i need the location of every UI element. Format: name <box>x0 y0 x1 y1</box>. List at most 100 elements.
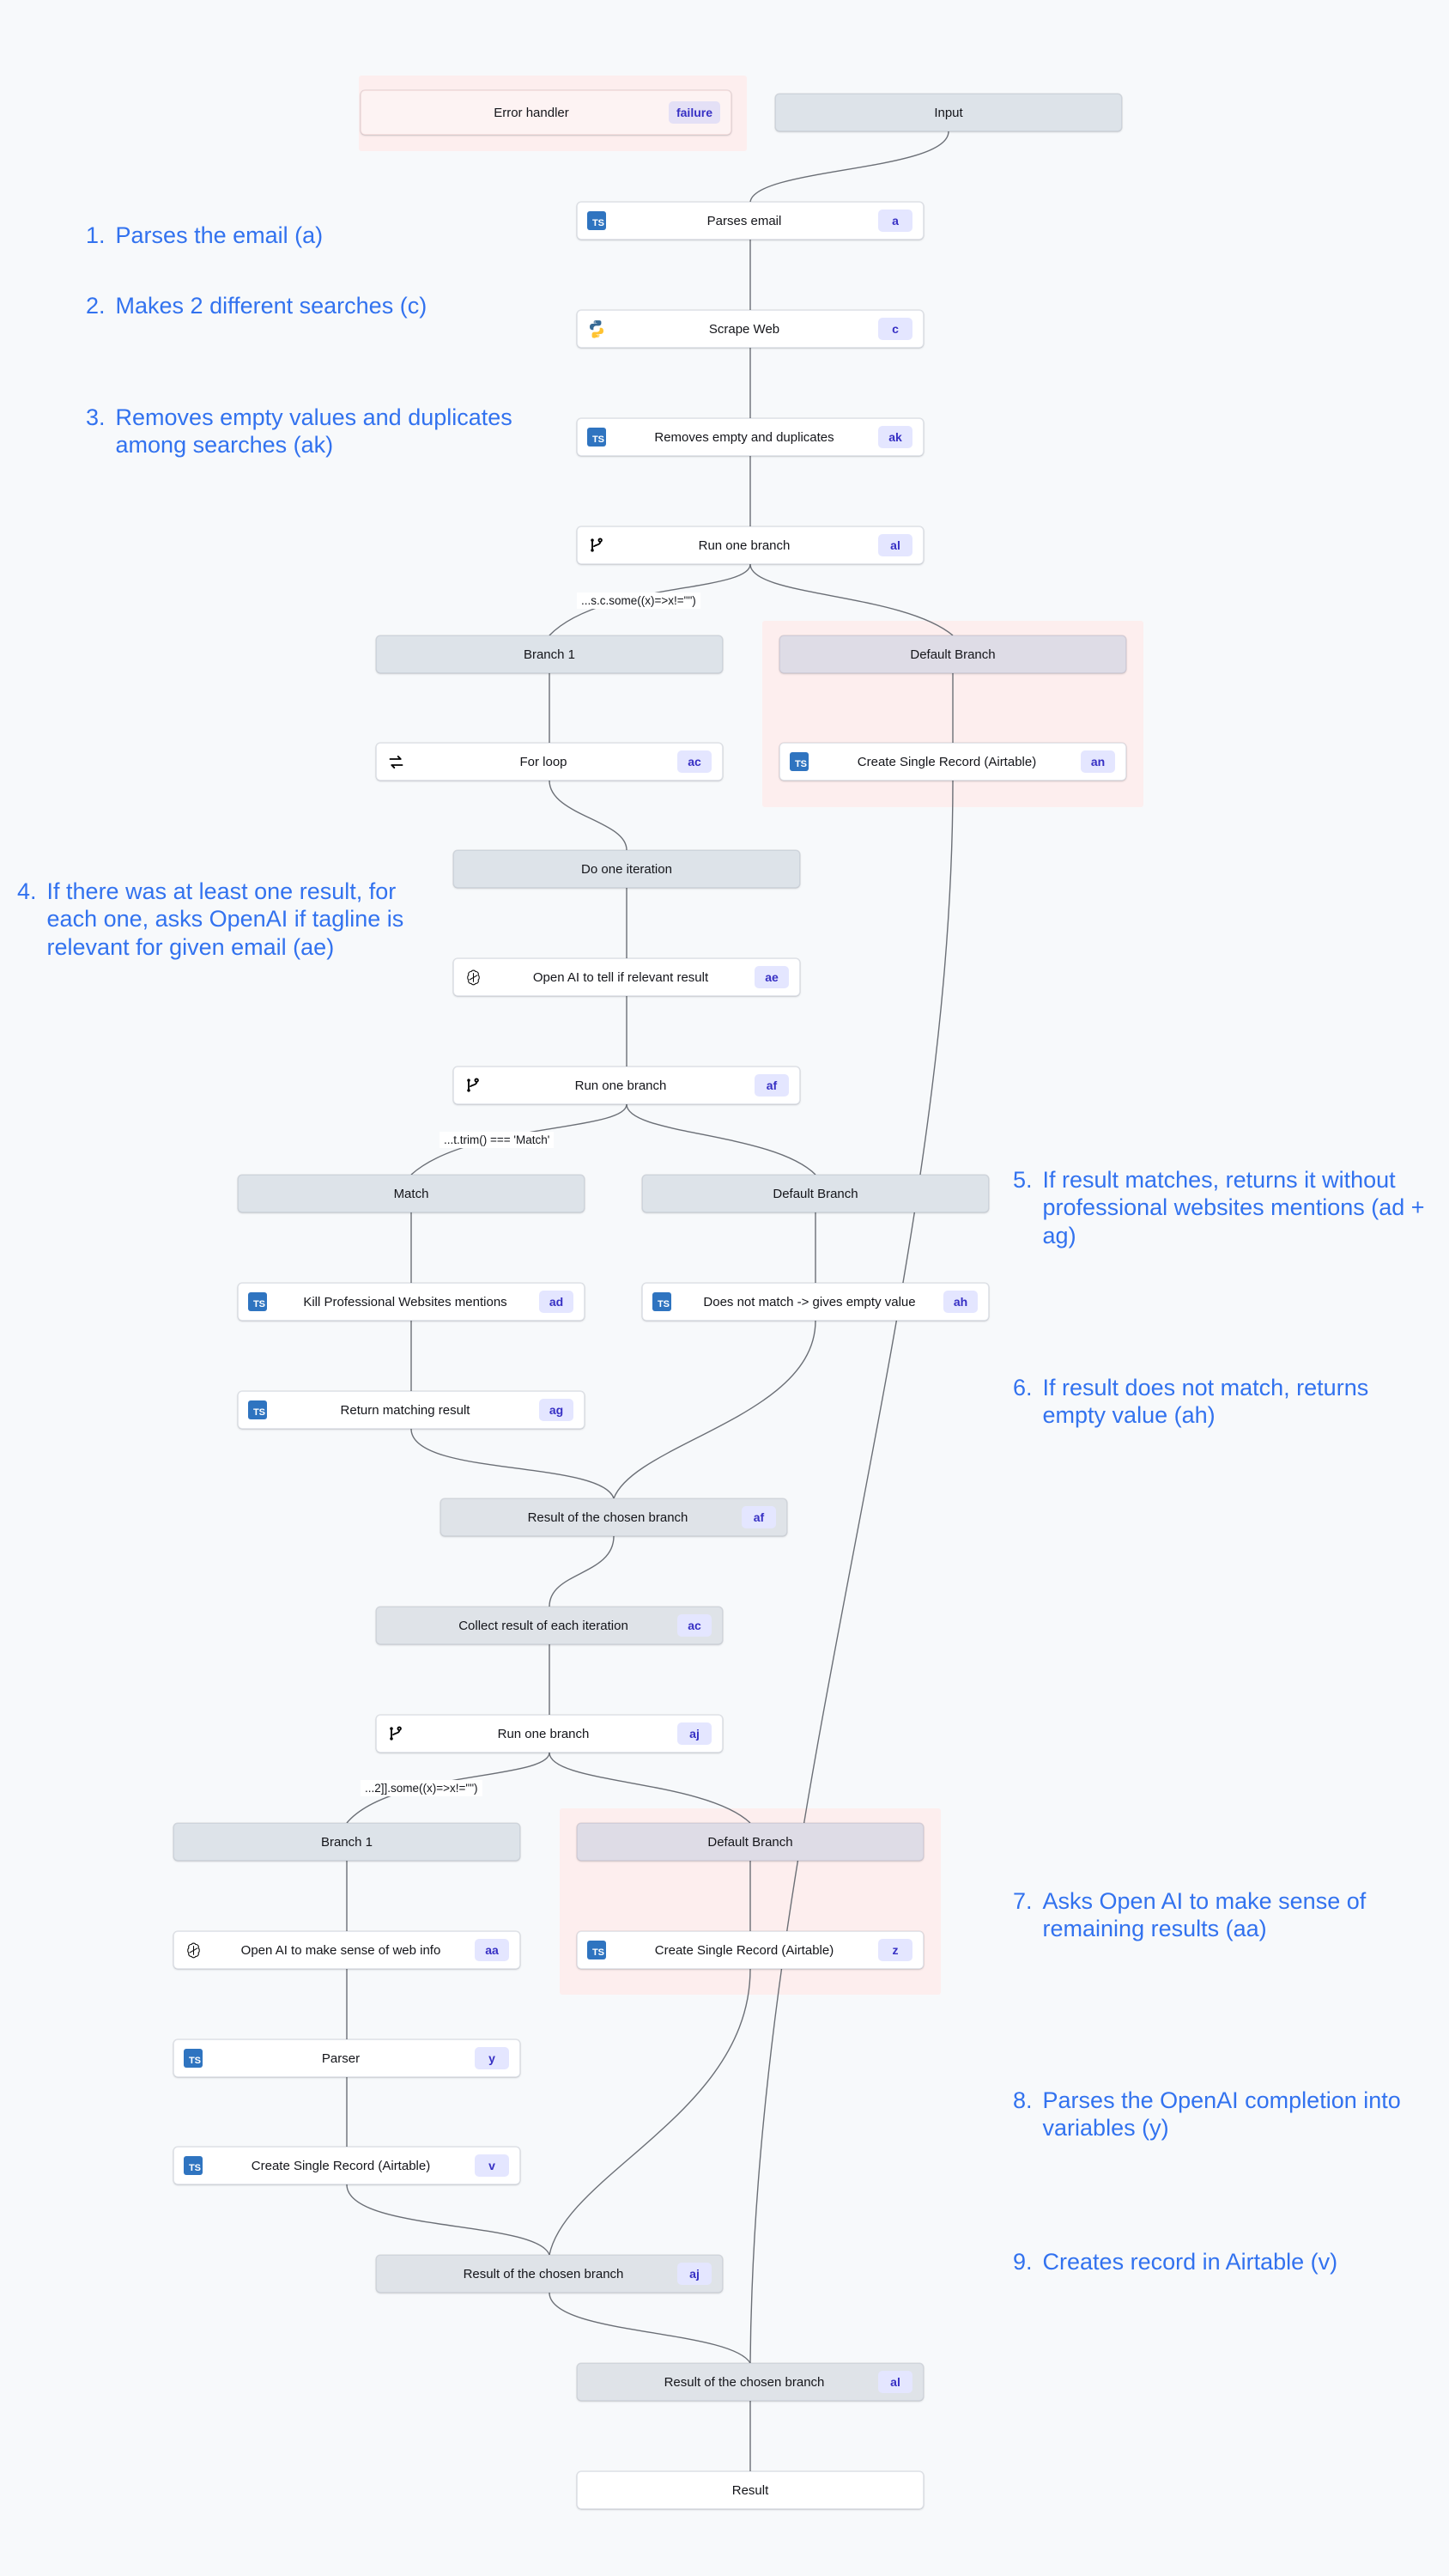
git-branch-icon <box>454 1077 492 1094</box>
typescript-icon: TS <box>643 1292 681 1311</box>
node-kill-professional-websites[interactable]: TS Kill Professional Websites mentions a… <box>238 1283 585 1321</box>
annotation-5: 5. If result matches, returns it without… <box>1013 1166 1442 1249</box>
node-branch-1-top[interactable]: Branch 1 <box>376 635 723 673</box>
annotation-number: 6. <box>1013 1375 1033 1400</box>
node-tag: aj <box>677 2263 712 2285</box>
annotation-text: Parses the email (a) <box>115 222 324 248</box>
node-openai-relevant-result[interactable]: Open AI to tell if relevant result ae <box>453 958 800 996</box>
annotation-7: 7. Asks Open AI to make sense of remaini… <box>1013 1887 1382 1943</box>
node-create-single-record-z[interactable]: TS Create Single Record (Airtable) z <box>577 1931 924 1969</box>
node-label: Default Branch <box>773 1186 858 1201</box>
node-branch-1-bottom[interactable]: Branch 1 <box>173 1823 520 1861</box>
annotation-number: 2. <box>86 293 106 319</box>
node-label: Branch 1 <box>523 647 576 662</box>
node-label: Run one branch <box>698 538 791 553</box>
node-do-one-iteration[interactable]: Do one iteration <box>453 850 800 888</box>
node-does-not-match[interactable]: TS Does not match -> gives empty value a… <box>642 1283 989 1321</box>
node-default-branch-mid[interactable]: Default Branch <box>642 1175 989 1212</box>
node-label: Create Single Record (Airtable) <box>654 1942 834 1958</box>
node-default-branch-top[interactable]: Default Branch <box>779 635 1126 673</box>
node-label: Does not match -> gives empty value <box>703 1294 916 1309</box>
node-label: Create Single Record (Airtable) <box>857 754 1037 769</box>
node-run-one-branch-af[interactable]: Run one branch af <box>453 1066 800 1104</box>
node-match[interactable]: Match <box>238 1175 585 1212</box>
annotation-number: 7. <box>1013 1888 1033 1914</box>
openai-icon <box>454 968 492 987</box>
annotation-text: If there was at least one result, for ea… <box>46 878 404 960</box>
node-label: Create Single Record (Airtable) <box>251 2158 431 2173</box>
node-tag: ag <box>539 1399 573 1421</box>
node-label: Parses email <box>706 213 782 228</box>
node-error-handler[interactable]: Error handler failure <box>361 90 731 135</box>
node-tag: y <box>475 2047 509 2069</box>
node-removes-empty-duplicates[interactable]: TS Removes empty and duplicates ak <box>577 418 924 456</box>
edge-label-al: ...s.c.some((x)=>x!="") <box>577 592 700 609</box>
annotation-number: 1. <box>86 222 106 248</box>
node-create-single-record-an[interactable]: TS Create Single Record (Airtable) an <box>779 743 1126 781</box>
node-tag: aa <box>475 1939 509 1961</box>
typescript-icon: TS <box>578 211 615 230</box>
git-branch-icon <box>377 1725 415 1742</box>
annotation-number: 9. <box>1013 2249 1033 2275</box>
node-input[interactable]: Input <box>775 94 1122 131</box>
annotation-6: 6. If result does not match, returns emp… <box>1013 1374 1425 1430</box>
annotation-8: 8. Parses the OpenAI completion into var… <box>1013 2087 1408 2142</box>
node-tag: failure <box>668 101 720 124</box>
annotation-text: If result matches, returns it without pr… <box>1042 1167 1425 1249</box>
node-result-final[interactable]: Result <box>577 2471 924 2509</box>
node-result-chosen-branch-af[interactable]: Result of the chosen branch af <box>440 1498 787 1536</box>
annotation-text: Creates record in Airtable (v) <box>1042 2249 1338 2275</box>
typescript-icon: TS <box>578 428 615 447</box>
node-create-single-record-v[interactable]: TS Create Single Record (Airtable) v <box>173 2147 520 2184</box>
typescript-icon: TS <box>578 1941 615 1959</box>
node-tag: a <box>878 210 912 232</box>
annotation-3: 3. Removes empty values and duplicates a… <box>86 404 515 459</box>
annotation-text: If result does not match, returns empty … <box>1042 1375 1369 1429</box>
node-tag: an <box>1081 750 1115 773</box>
node-label: Branch 1 <box>320 1834 373 1850</box>
node-collect-result-each-iteration[interactable]: Collect result of each iteration ac <box>376 1607 723 1644</box>
node-label: Parser <box>321 2050 361 2066</box>
node-label: For loop <box>519 754 567 769</box>
edge-label-af: ...t.trim() === 'Match' <box>440 1132 555 1148</box>
node-label: Result of the chosen branch <box>463 2266 624 2281</box>
node-for-loop[interactable]: For loop ac <box>376 743 723 781</box>
git-branch-icon <box>578 537 615 554</box>
node-tag: z <box>878 1939 912 1961</box>
annotation-text: Parses the OpenAI completion into variab… <box>1042 2087 1401 2142</box>
openai-icon <box>174 1941 212 1960</box>
node-run-one-branch-aj[interactable]: Run one branch aj <box>376 1715 723 1753</box>
node-label: Open AI to tell if relevant result <box>532 969 709 985</box>
node-scrape-web[interactable]: Scrape Web c <box>577 310 924 348</box>
node-label: Default Branch <box>910 647 996 662</box>
node-run-one-branch-al[interactable]: Run one branch al <box>577 526 924 564</box>
node-return-matching-result[interactable]: TS Return matching result ag <box>238 1391 585 1429</box>
node-tag: ac <box>677 750 712 773</box>
annotation-9: 9. Creates record in Airtable (v) <box>1013 2248 1356 2275</box>
node-parses-email[interactable]: TS Parses email a <box>577 202 924 240</box>
annotation-1: 1. Parses the email (a) <box>86 222 481 249</box>
typescript-icon: TS <box>239 1292 276 1311</box>
node-parser[interactable]: TS Parser y <box>173 2039 520 2077</box>
node-label: Result of the chosen branch <box>527 1510 688 1525</box>
node-result-chosen-branch-al[interactable]: Result of the chosen branch al <box>577 2363 924 2401</box>
node-tag: v <box>475 2154 509 2177</box>
annotation-text: Makes 2 different searches (c) <box>115 293 427 319</box>
node-label: Run one branch <box>497 1726 590 1741</box>
typescript-icon: TS <box>239 1400 276 1419</box>
node-result-chosen-branch-aj[interactable]: Result of the chosen branch aj <box>376 2255 723 2293</box>
node-tag: aj <box>677 1722 712 1745</box>
node-default-branch-bottom[interactable]: Default Branch <box>577 1823 924 1861</box>
node-label: Input <box>934 105 963 120</box>
node-tag: al <box>878 2371 912 2393</box>
node-tag: c <box>878 318 912 340</box>
node-openai-make-sense[interactable]: Open AI to make sense of web info aa <box>173 1931 520 1969</box>
annotation-number: 8. <box>1013 2087 1033 2113</box>
node-tag: af <box>742 1506 776 1528</box>
typescript-icon: TS <box>174 2156 212 2175</box>
annotation-number: 4. <box>17 878 37 904</box>
node-label: Open AI to make sense of web info <box>240 1942 441 1958</box>
node-tag: ac <box>677 1614 712 1637</box>
annotation-number: 5. <box>1013 1167 1033 1193</box>
node-label: Kill Professional Websites mentions <box>303 1294 507 1309</box>
